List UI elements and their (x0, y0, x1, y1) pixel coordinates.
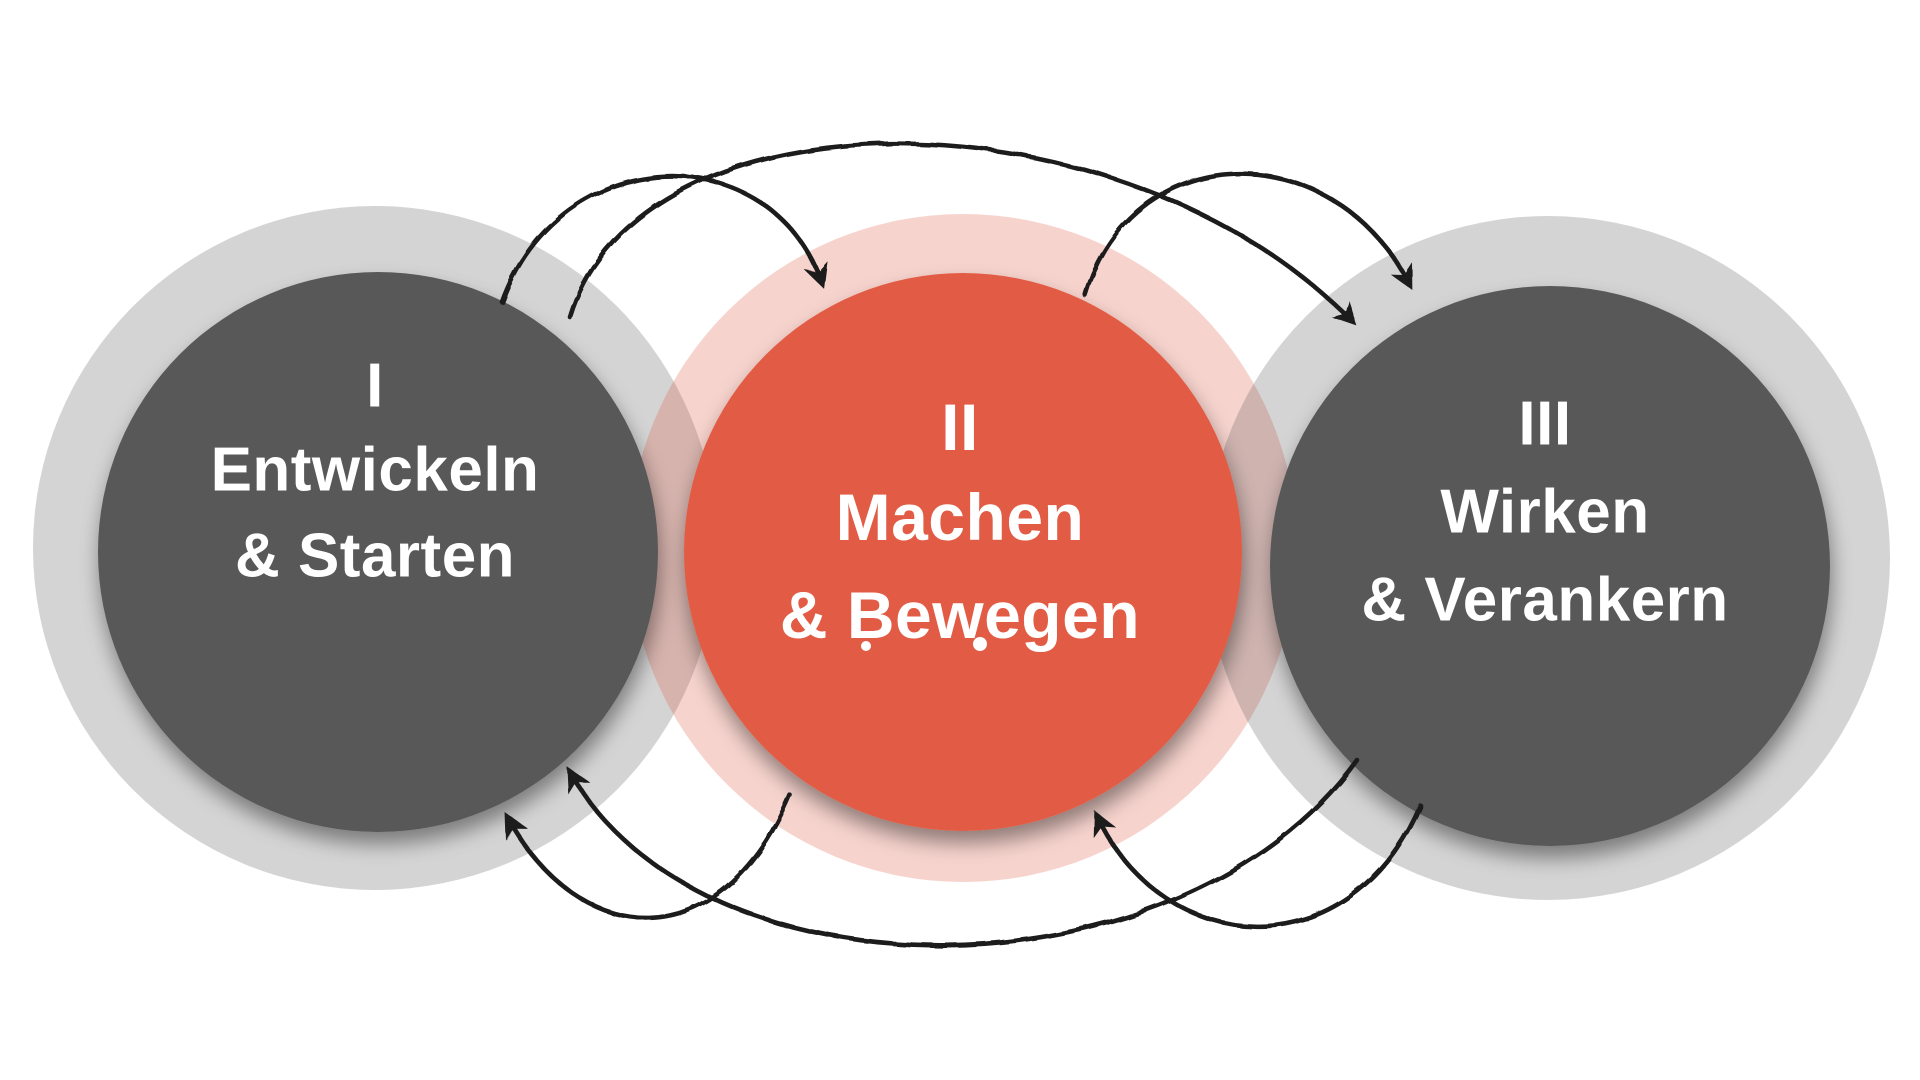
arrow-2-to-3 (1082, 171, 1413, 298)
stage-2-line2: & Bewegen (780, 578, 1140, 652)
stage-1-line2: & Starten (235, 522, 515, 591)
stage-1-numeral: I (366, 352, 384, 421)
stage-3-circle (1270, 286, 1830, 846)
stage-2-label: II Machen & Bewegen (780, 390, 1140, 652)
stage-1-circle (98, 272, 658, 832)
stage-3-label: III Wirken & Verankern (1361, 390, 1728, 635)
stage-3-numeral: III (1518, 390, 1571, 459)
stage-2-circle (684, 273, 1242, 831)
arrow-3-to-1 (566, 757, 1360, 948)
arrow-2-to-1 (505, 792, 793, 921)
stage-2-numeral: II (941, 390, 979, 464)
arrow-1-to-2 (499, 173, 828, 305)
arrow-3-to-2 (1093, 802, 1423, 929)
stage-1-line1: Entwickeln (211, 436, 540, 505)
stage-3-line2: & Verankern (1361, 566, 1728, 635)
stage-1-label: I Entwickeln & Starten (211, 352, 540, 591)
stage-circles (98, 272, 1830, 846)
white-speck (973, 637, 987, 651)
stage-3-line1: Wirken (1440, 478, 1649, 547)
cycle-arrows (499, 141, 1423, 948)
arrow-1-to-3 (567, 141, 1358, 327)
stage-2-line1: Machen (836, 480, 1085, 554)
white-speck (861, 641, 871, 651)
